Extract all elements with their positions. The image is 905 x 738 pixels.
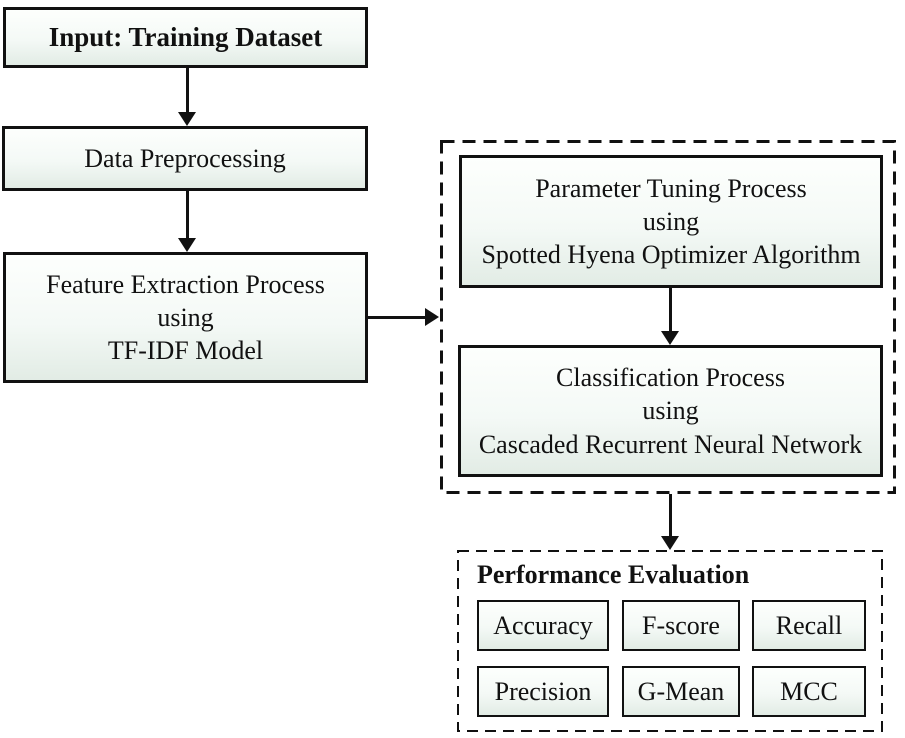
arrow-shaft — [668, 288, 672, 334]
arrow-down-icon — [178, 112, 196, 126]
arrow-shaft — [668, 494, 672, 539]
arrow-feature-to-tuning-group — [368, 308, 439, 326]
metric-box-precision: Precision — [477, 666, 609, 717]
arrow-down-icon — [661, 331, 679, 345]
arrow-tuning-to-classification — [661, 288, 679, 345]
arrow-shaft — [185, 68, 189, 115]
arrow-down-icon — [661, 536, 679, 550]
node-preprocessing-label: Data Preprocessing — [84, 143, 286, 173]
tuning-classification-group-border — [440, 140, 896, 494]
node-parameter-line-1: Parameter Tuning Process — [535, 173, 807, 203]
performance-panel-border — [457, 550, 883, 732]
node-feature-line-1: Feature Extraction Process — [46, 269, 325, 299]
metric-box-recall: Recall — [752, 600, 866, 651]
arrow-down-icon — [178, 238, 196, 252]
node-feature-extraction: Feature Extraction Process using TF-IDF … — [3, 252, 368, 383]
arrow-preprocessing-to-feature — [178, 191, 196, 252]
node-classification-line-3: Cascaded Recurrent Neural Network — [478, 429, 863, 459]
arrow-input-to-preprocessing — [178, 68, 196, 126]
metric-box-accuracy: Accuracy — [477, 600, 609, 651]
node-classification-line-2: using — [642, 396, 699, 426]
node-classification-line-1: Classification Process — [556, 363, 785, 393]
node-classification-process: Classification Process using Cascaded Re… — [458, 345, 883, 477]
dashed-border — [457, 550, 883, 732]
metric-box-fscore: F-score — [622, 600, 740, 651]
arrow-shaft — [185, 191, 189, 241]
dashed-border — [440, 140, 896, 494]
metric-box-mcc: MCC — [752, 666, 866, 717]
node-input-label: Input: Training Dataset — [48, 22, 323, 53]
node-parameter-line-3: Spotted Hyena Optimizer Algorithm — [481, 240, 861, 270]
node-feature-line-3: TF-IDF Model — [107, 336, 264, 366]
node-data-preprocessing: Data Preprocessing — [2, 126, 368, 191]
node-input-training-dataset: Input: Training Dataset — [3, 7, 368, 68]
performance-evaluation-title: Performance Evaluation — [477, 560, 750, 589]
arrow-group-to-performance — [661, 494, 679, 550]
arrow-right-icon — [425, 308, 439, 326]
node-parameter-line-2: using — [642, 206, 700, 236]
performance-evaluation-panel: Performance Evaluation Accuracy F-score … — [457, 550, 883, 732]
node-feature-line-2: using — [157, 302, 214, 332]
metric-box-gmean: G-Mean — [622, 666, 740, 717]
arrow-shaft — [368, 315, 428, 319]
node-parameter-tuning: Parameter Tuning Process using Spotted H… — [459, 155, 883, 288]
